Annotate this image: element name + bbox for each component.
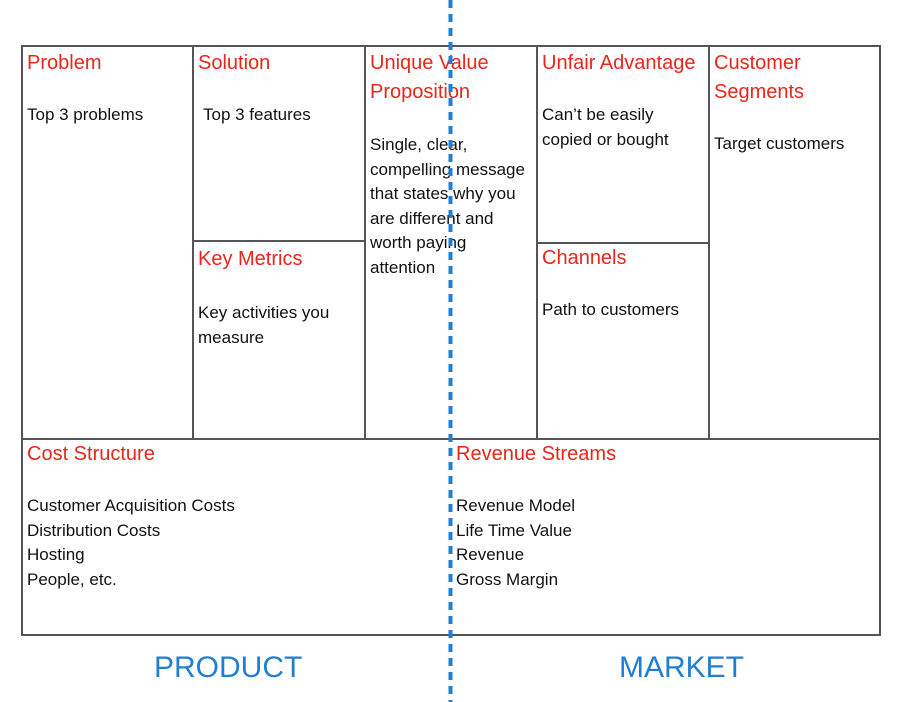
problem-body: Top 3 problems	[27, 105, 144, 124]
problem-title: Problem	[27, 52, 102, 74]
key-metrics-body: Key activities you measure	[198, 303, 330, 347]
divider-solution-metrics	[192, 240, 366, 242]
cost-structure-title: Cost Structure	[27, 443, 155, 465]
cost-structure-list: Customer Acquisition Costs Distribution …	[27, 494, 235, 592]
uvp-body: Single, clear, compelling message that s…	[370, 135, 525, 277]
key-metrics-title: Key Metrics	[198, 248, 303, 270]
list-item: Revenue Model	[456, 496, 576, 515]
list-item: Distribution Costs	[27, 520, 161, 540]
uvp-title: Unique Value Proposition	[370, 52, 489, 103]
channels-body: Path to customers	[542, 300, 680, 319]
list-item: Gross Margin	[456, 569, 559, 589]
list-item: Life Time Value	[456, 520, 572, 540]
list-item: Customer Acquisition Costs	[27, 496, 235, 515]
product-market-divider	[448, 0, 453, 702]
solution-title: Solution	[198, 52, 271, 74]
revenue-streams-title: Revenue Streams	[456, 443, 617, 465]
divider-problem-solution	[192, 45, 194, 440]
channels-title: Channels	[542, 247, 627, 269]
market-label: MARKET	[619, 651, 745, 684]
customer-segments-title: Customer Segments	[714, 52, 805, 103]
product-label: PRODUCT	[154, 651, 303, 684]
list-item: People, etc.	[27, 569, 117, 589]
unfair-advantage-body: Can’t be easily copied or bought	[542, 105, 669, 149]
list-item: Revenue	[456, 545, 525, 564]
customer-segments-body: Target customers	[714, 134, 845, 153]
revenue-streams-list: Revenue Model Life Time Value Revenue Gr…	[456, 494, 575, 592]
divider-solution-uvp	[364, 45, 366, 440]
solution-body: Top 3 features	[203, 105, 311, 124]
unfair-advantage-title: Unfair Advantage	[542, 52, 696, 74]
divider-advantage-channels	[536, 242, 710, 244]
list-item: Hosting	[27, 545, 85, 564]
